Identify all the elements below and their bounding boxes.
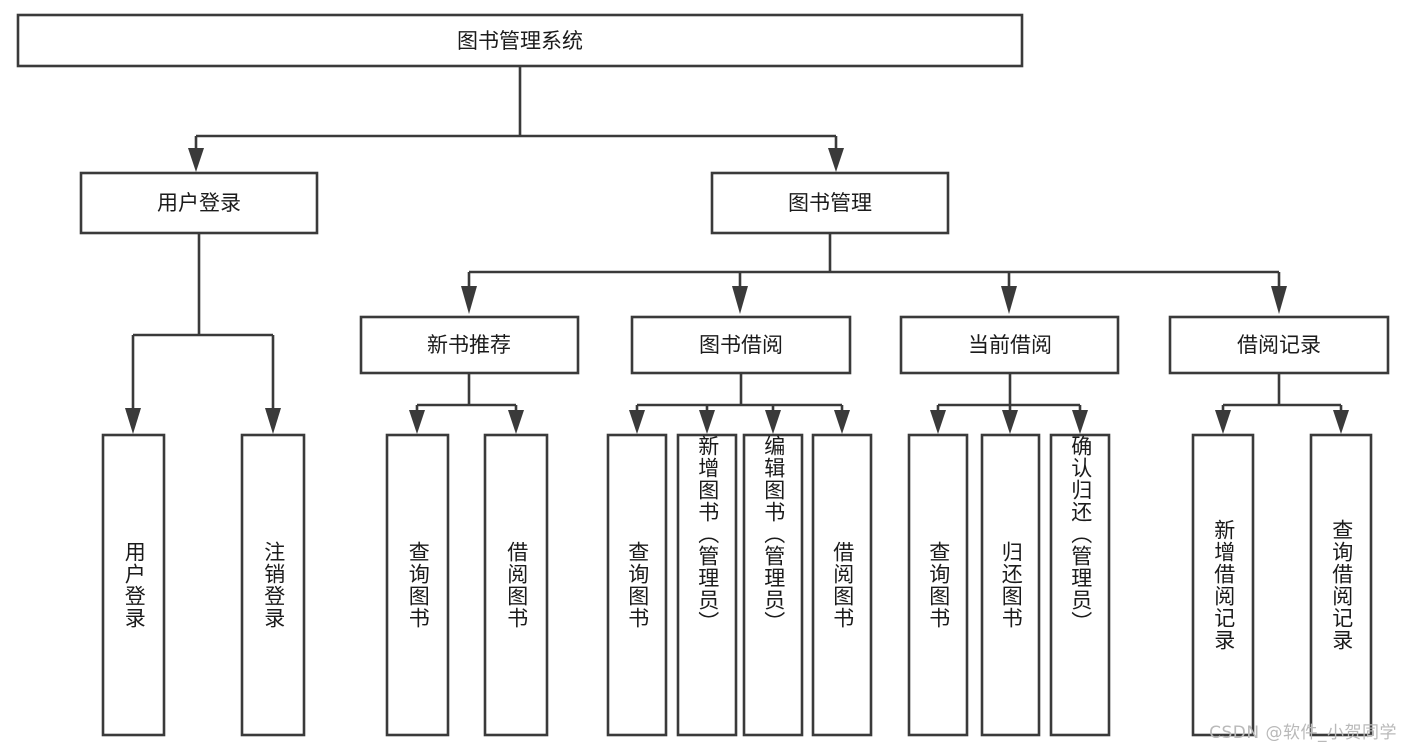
node-new-book-recommend-box[interactable] (359, 315, 580, 375)
node-user-login-box[interactable] (79, 171, 319, 235)
leaf-box-borrowrecord-add[interactable] (1191, 433, 1255, 737)
node-borrow-record-label: 借阅记录 (1237, 333, 1321, 357)
node-current-borrow-box[interactable] (899, 315, 1120, 375)
leaf-box-bookborrow-borrow[interactable] (811, 433, 873, 737)
node-user-login-label: 用户登录 (157, 191, 241, 215)
leaf-box-newbook-query[interactable] (385, 433, 450, 737)
node-book-management-box[interactable] (710, 171, 950, 235)
leaf-box-bookborrow-add[interactable] (676, 433, 738, 737)
connector-bookmgmt-to-level3 (461, 233, 1287, 314)
connector-bookborrow-to-leaves (629, 373, 850, 434)
node-book-borrow-label: 图书借阅 (699, 333, 783, 357)
connector-currentborrow-to-leaves (930, 373, 1088, 434)
csdn-watermark: CSDN @软件_小贺同学 (1209, 723, 1397, 743)
node-root-box[interactable] (16, 13, 1024, 68)
leaf-box-bookborrow-edit[interactable] (742, 433, 804, 737)
leaf-box-newbook-borrow[interactable] (483, 433, 549, 737)
node-book-borrow-box[interactable] (630, 315, 852, 375)
leaf-box-currentborrow-return[interactable] (980, 433, 1041, 737)
connector-newbook-to-leaves (409, 373, 524, 434)
leaf-box-borrowrecord-query[interactable] (1309, 433, 1373, 737)
leaf-box-bookborrow-query[interactable] (606, 433, 668, 737)
node-root-label: 图书管理系统 (457, 29, 583, 53)
leaf-box-user-login-logout[interactable] (240, 433, 306, 737)
node-new-book-recommend-label: 新书推荐 (427, 333, 511, 357)
leaf-box-user-login-login[interactable] (101, 433, 166, 737)
connector-borrowrecord-to-leaves (1215, 373, 1349, 434)
leaf-box-currentborrow-confirm[interactable] (1049, 433, 1111, 737)
connector-userlogin-to-leaves (125, 233, 281, 434)
connector-root-to-level2 (188, 66, 844, 172)
leaf-box-currentborrow-query[interactable] (907, 433, 969, 737)
node-borrow-record-box[interactable] (1168, 315, 1390, 375)
node-current-borrow-label: 当前借阅 (968, 333, 1052, 357)
node-book-management-label: 图书管理 (788, 191, 872, 215)
